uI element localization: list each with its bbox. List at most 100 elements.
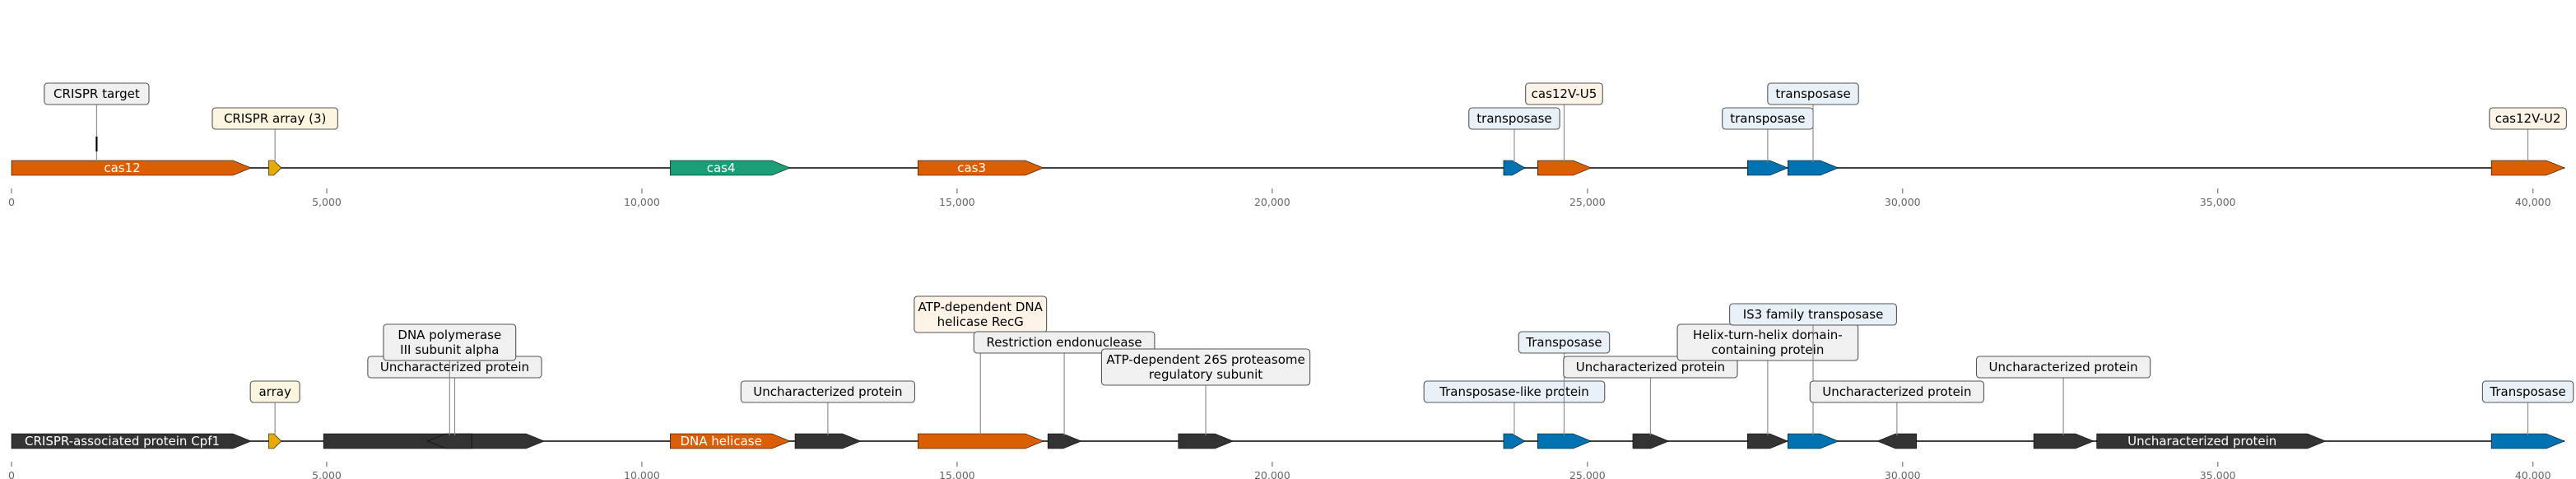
axis-tick-label: 25,000 bbox=[1569, 469, 1606, 479]
annotation-line: IS3 family transposase bbox=[1743, 307, 1884, 322]
gene-feature[interactable] bbox=[1537, 433, 1593, 449]
annotation-line: Uncharacterized protein bbox=[1576, 360, 1725, 374]
annotation-line: Helix-turn-helix domain- bbox=[1693, 328, 1843, 342]
axis-tick-label: 10,000 bbox=[624, 469, 660, 479]
gene-feature[interactable] bbox=[1047, 433, 1082, 449]
annotation-label: cas12V-U5 bbox=[1532, 86, 1597, 101]
annotation-box bbox=[1975, 356, 2151, 379]
gene-feature[interactable] bbox=[2096, 433, 2327, 449]
annotation-label: Uncharacterized protein bbox=[1988, 360, 2137, 374]
gene-feature[interactable] bbox=[670, 433, 791, 449]
gene-feature[interactable] bbox=[1537, 160, 1593, 176]
annotation-label: cas12V-U2 bbox=[2495, 111, 2561, 126]
annotation-box bbox=[1423, 380, 1606, 403]
annotation-line: Uncharacterized protein bbox=[753, 384, 902, 399]
annotation-line: transposase bbox=[1775, 86, 1850, 101]
annotation-box bbox=[1563, 356, 1738, 379]
annotation-line: CRISPR array (3) bbox=[224, 111, 326, 126]
axis-tick-label: 40,000 bbox=[2515, 469, 2551, 479]
axis-tick-label: 40,000 bbox=[2515, 196, 2551, 208]
annotation-line: helicase RecG bbox=[937, 314, 1024, 329]
annotation-label: Uncharacterized protein bbox=[1822, 384, 1971, 399]
annotation-label: array bbox=[258, 384, 291, 399]
annotation-line: containing protein bbox=[1711, 342, 1824, 357]
axis-tick-label: 20,000 bbox=[1254, 469, 1290, 479]
gene-feature[interactable] bbox=[2490, 160, 2565, 176]
annotation-label: Uncharacterized protein bbox=[753, 384, 902, 399]
annotation-label: IS3 family transposase bbox=[1743, 307, 1884, 322]
annotation-box bbox=[973, 331, 1155, 354]
annotation-label: CRISPR array (3) bbox=[224, 111, 326, 126]
gene-feature[interactable] bbox=[2490, 433, 2565, 449]
gene-feature[interactable] bbox=[794, 433, 862, 449]
gene-feature[interactable] bbox=[11, 160, 252, 176]
annotation-line: Uncharacterized protein bbox=[1988, 360, 2137, 374]
axis-tick-label: 15,000 bbox=[939, 196, 975, 208]
annotation-label: transposase bbox=[1730, 111, 1805, 126]
annotation-box bbox=[212, 107, 338, 130]
axis-tick-label: 30,000 bbox=[1885, 196, 1921, 208]
axis-tick-label: 0 bbox=[8, 196, 15, 208]
annotation-line: Transposase bbox=[2489, 384, 2565, 399]
annotation-line: Transposase-like protein bbox=[1439, 384, 1589, 399]
annotation-line: Restriction endonuclease bbox=[987, 335, 1142, 350]
annotation-label: Transposase-like protein bbox=[1439, 384, 1589, 399]
annotation-label: Restriction endonuclease bbox=[987, 335, 1142, 350]
gene-feature[interactable] bbox=[1503, 160, 1526, 176]
gene-feature[interactable] bbox=[1178, 433, 1235, 449]
axis-tick-label: 0 bbox=[8, 469, 15, 479]
annotation-label: Uncharacterized protein bbox=[380, 360, 529, 374]
axis-tick-label: 5,000 bbox=[312, 196, 342, 208]
annotation-label: Transposase bbox=[2489, 384, 2565, 399]
annotation-line: Uncharacterized protein bbox=[380, 360, 529, 374]
axis-tick-label: 35,000 bbox=[2200, 196, 2236, 208]
annotation-line: transposase bbox=[1730, 111, 1805, 126]
axis-tick-label: 10,000 bbox=[624, 196, 660, 208]
annotation-line: CRISPR target bbox=[53, 86, 140, 101]
annotation-line: ATP-dependent 26S proteasome bbox=[1106, 352, 1304, 367]
annotation-box bbox=[1525, 82, 1603, 105]
annotation-line: Uncharacterized protein bbox=[1822, 384, 1971, 399]
gene-feature[interactable] bbox=[1632, 433, 1670, 449]
annotation-box bbox=[740, 380, 916, 403]
annotation-label: Helix-turn-helix domain-containing prote… bbox=[1693, 328, 1843, 357]
gene-feature[interactable] bbox=[1788, 433, 1839, 449]
gene-label: Uncharacterized protein bbox=[2127, 434, 2276, 449]
axis-tick-label: 15,000 bbox=[939, 469, 975, 479]
axis-tick-label: 20,000 bbox=[1254, 196, 1290, 208]
gene-feature[interactable] bbox=[1747, 160, 1789, 176]
gene-label: cas3 bbox=[957, 160, 986, 175]
gene-feature[interactable] bbox=[268, 433, 282, 449]
axis-tick-label: 30,000 bbox=[1885, 469, 1921, 479]
gene-feature[interactable] bbox=[1788, 160, 1839, 176]
axis-tick-label: 25,000 bbox=[1569, 196, 1606, 208]
annotation-line: ATP-dependent DNA bbox=[918, 300, 1044, 314]
gene-feature[interactable] bbox=[1503, 433, 1526, 449]
annotation-label: transposase bbox=[1476, 111, 1551, 126]
annotation-line: III subunit alpha bbox=[400, 342, 499, 357]
annotation-label: Uncharacterized protein bbox=[1576, 360, 1725, 374]
gene-feature[interactable] bbox=[1747, 433, 1789, 449]
gene-feature[interactable] bbox=[1876, 433, 1917, 449]
annotation-box bbox=[2481, 380, 2574, 403]
annotation-box bbox=[1100, 348, 1311, 386]
annotation-line: cas12V-U2 bbox=[2495, 111, 2561, 126]
annotation-label: Transposase bbox=[1525, 335, 1602, 350]
annotation-box bbox=[383, 323, 517, 361]
annotation-line: DNA polymerase bbox=[398, 328, 501, 342]
annotation-box bbox=[1809, 380, 1985, 403]
annotation-line: cas12V-U5 bbox=[1532, 86, 1597, 101]
annotation-line: Transposase bbox=[1525, 335, 1602, 350]
axis-tick-label: 5,000 bbox=[312, 469, 342, 479]
gene-feature[interactable] bbox=[918, 433, 1044, 449]
gene-feature[interactable] bbox=[2033, 433, 2095, 449]
annotation-line: array bbox=[258, 384, 291, 399]
gene-feature[interactable] bbox=[11, 433, 252, 449]
gene-feature[interactable] bbox=[670, 160, 791, 176]
gene-feature[interactable] bbox=[918, 160, 1044, 176]
gene-feature[interactable] bbox=[268, 160, 282, 176]
